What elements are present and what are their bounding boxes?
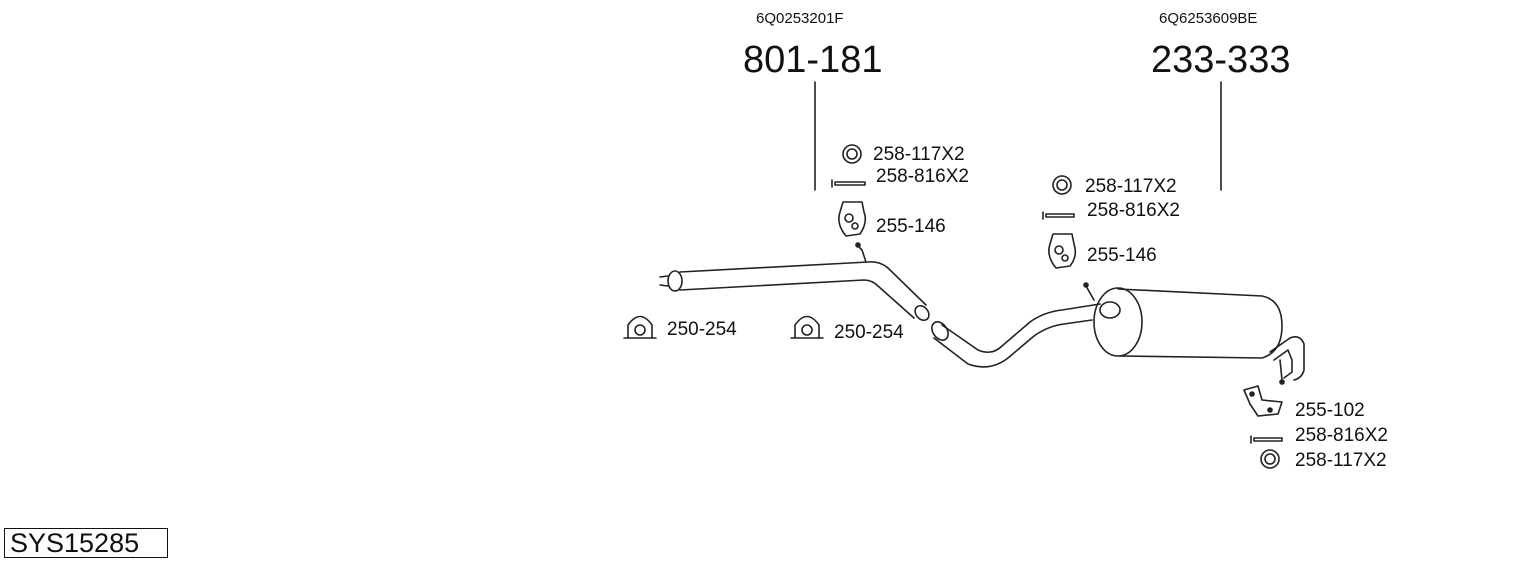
bolt-icon	[831, 179, 866, 188]
label-bolt-b: 258-816X2	[1087, 200, 1180, 221]
clamp-icon	[790, 315, 824, 339]
oem-number-233-333: 6Q6253609BE	[1159, 10, 1258, 27]
ring-icon	[842, 144, 862, 164]
label-clamp-a: 250-254	[667, 319, 737, 340]
label-ring-a: 258-117X2	[873, 144, 965, 165]
label-clamp-b: 250-254	[834, 322, 904, 343]
label-ring-c: 258-117X2	[1295, 450, 1387, 471]
label-bolt-a: 258-816X2	[876, 166, 969, 187]
hanger-icon	[1048, 233, 1077, 269]
ring-icon	[1260, 449, 1280, 469]
bracket-icon	[1243, 385, 1283, 417]
front-pipe-801-181	[659, 242, 930, 322]
label-ring-b: 258-117X2	[1085, 176, 1177, 197]
label-bracket-c: 255-102	[1295, 400, 1365, 421]
label-hanger-a: 255-146	[876, 216, 946, 237]
label-bolt-c: 258-816X2	[1295, 425, 1388, 446]
label-hanger-b: 255-146	[1087, 245, 1157, 266]
part-number-233-333: 233-333	[1151, 39, 1291, 81]
part-number-801-181: 801-181	[743, 39, 883, 81]
system-code-box: SYS15285	[4, 528, 168, 558]
rear-silencer-233-333	[931, 282, 1305, 385]
bolt-icon	[1042, 211, 1075, 220]
ring-icon	[1052, 175, 1072, 195]
oem-number-801-181: 6Q0253201F	[756, 10, 844, 27]
bolt-icon	[1250, 435, 1283, 444]
clamp-icon	[623, 315, 657, 339]
hanger-icon	[838, 201, 867, 237]
